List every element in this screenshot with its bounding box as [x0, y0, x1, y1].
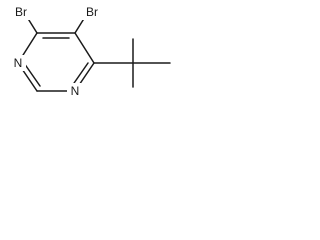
- atom-br-5: Br: [81, 3, 103, 20]
- atom-br-4: Br: [10, 3, 32, 20]
- atom-br-5-label: Br: [86, 5, 98, 19]
- bond-c5-c6: [74, 32, 95, 64]
- atom-n-3: N: [10, 55, 26, 71]
- atom-br-4-label: Br: [15, 5, 27, 19]
- bond-c2-n3-inner: [23, 62, 41, 87]
- atom-n-1-label: N: [71, 84, 80, 98]
- atom-n-3-label: N: [14, 56, 23, 70]
- bond-c6-n1-inner: [71, 62, 89, 87]
- chemical-structure: Br Br N N: [10, 3, 171, 99]
- atom-n-1: N: [67, 83, 83, 99]
